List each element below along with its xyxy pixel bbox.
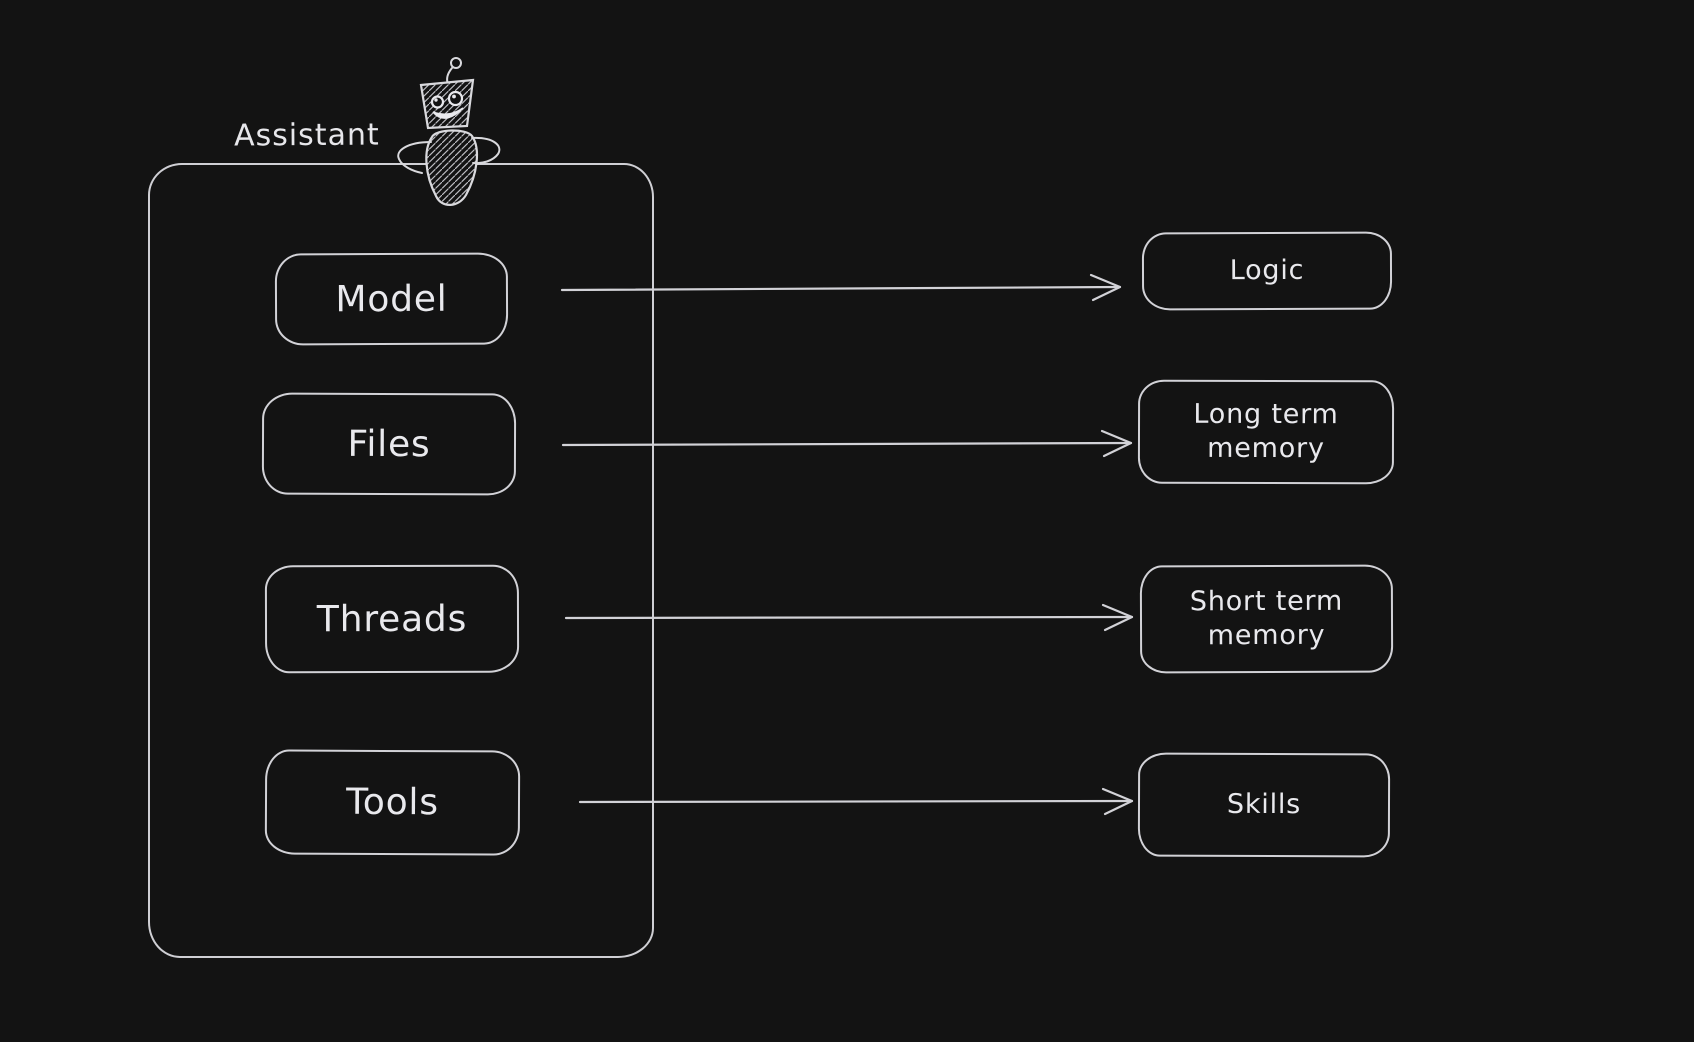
node-tools-label: Tools	[346, 781, 439, 824]
node-threads: Threads	[264, 564, 520, 674]
node-short-term-memory-label: Short term memory	[1189, 585, 1344, 652]
assistant-group-label: Assistant	[233, 117, 380, 154]
node-model: Model	[274, 252, 509, 346]
node-files-label: Files	[347, 423, 431, 465]
node-model-label: Model	[335, 278, 448, 320]
node-logic-label: Logic	[1229, 254, 1305, 287]
node-long-term-memory-label: Long term memory	[1193, 398, 1339, 465]
node-long-term-memory: Long term memory	[1137, 379, 1395, 485]
node-files: Files	[261, 392, 517, 496]
node-threads-label: Threads	[316, 598, 468, 640]
arrow-tools-to-skills	[578, 787, 1134, 816]
node-skills-label: Skills	[1226, 788, 1302, 821]
node-tools: Tools	[264, 749, 521, 856]
node-logic: Logic	[1141, 231, 1393, 311]
node-skills: Skills	[1137, 752, 1391, 858]
node-short-term-memory: Short term memory	[1139, 564, 1394, 674]
